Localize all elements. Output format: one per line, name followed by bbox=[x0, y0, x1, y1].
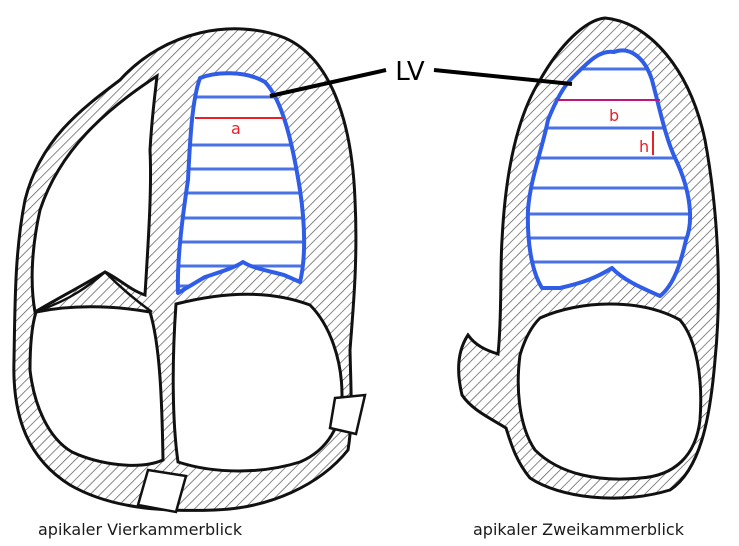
dimension-label-a: a bbox=[231, 119, 241, 138]
four-chamber-view: a bbox=[14, 29, 365, 512]
dimension-label-b: b bbox=[609, 106, 619, 125]
caption-two-chamber-view: apikaler Zweikammerblick bbox=[473, 520, 684, 540]
dimension-label-h: h bbox=[639, 137, 649, 156]
two-chamber-view: b h bbox=[459, 18, 719, 498]
left-atrium bbox=[173, 294, 342, 471]
caption-four-chamber-view: apikaler Vierkammerblick bbox=[38, 520, 242, 540]
pulmonary-vein-bottom bbox=[138, 470, 186, 512]
pulmonary-vein-right bbox=[330, 395, 365, 434]
lv-label: LV bbox=[395, 57, 425, 87]
left-atrium-two-chamber bbox=[518, 304, 700, 479]
